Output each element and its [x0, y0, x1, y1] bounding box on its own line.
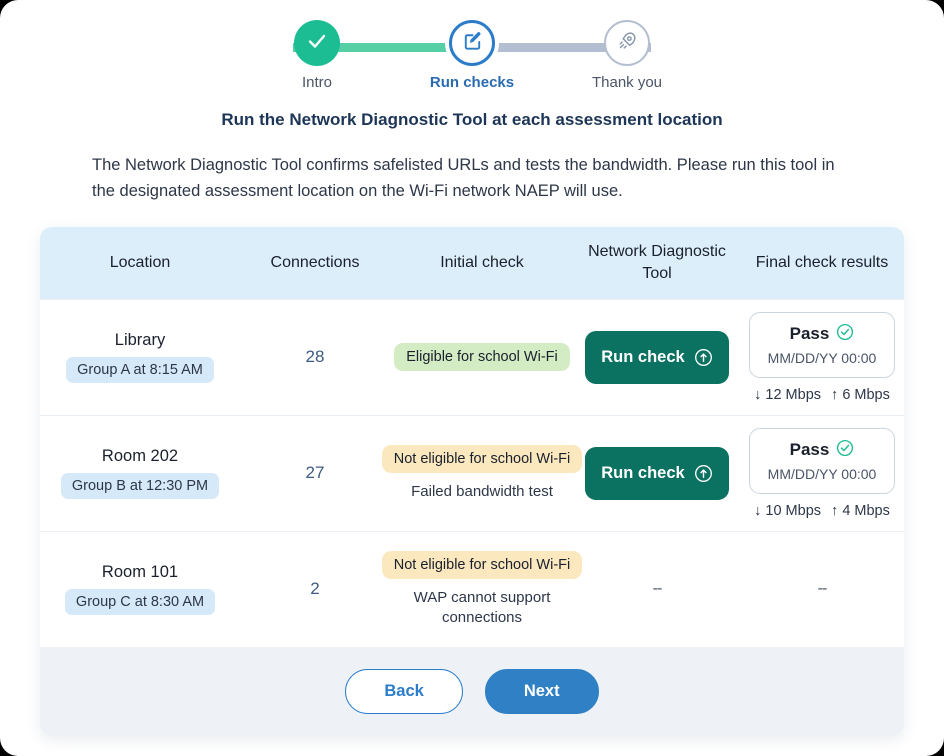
rocket-icon [616, 30, 638, 57]
edit-square-icon [461, 29, 484, 57]
status-badge: Not eligible for school Wi-Fi [381, 444, 583, 473]
bandwidth-readout: ↓ 12 Mbps ↑ 6 Mbps [751, 387, 893, 403]
cell-connections: 2 [240, 573, 390, 605]
download-speed: ↓ 12 Mbps [754, 386, 822, 403]
location-name: Room 202 [101, 447, 179, 466]
intro-paragraph: The Network Diagnostic Tool confirms saf… [92, 156, 835, 201]
location-name: Room 101 [101, 563, 179, 582]
cell-location: Library Group A at 8:15 AM [40, 325, 240, 389]
column-header-ndt: Network Diagnostic Tool [588, 243, 726, 282]
location-group-badge: Group C at 8:30 AM [64, 589, 216, 616]
check-circle-icon [836, 439, 854, 462]
card-footer: Back Next [40, 646, 904, 736]
result-box: Pass MM/DD/YY 00:00 [748, 427, 896, 494]
result-status: Pass [768, 439, 877, 462]
column-header-location: Location [109, 253, 171, 271]
upload-speed: ↑ 6 Mbps [831, 386, 890, 403]
cell-location: Room 101 Group C at 8:30 AM [40, 557, 240, 621]
empty-value: -- [817, 580, 828, 598]
result-timestamp: MM/DD/YY 00:00 [767, 465, 877, 482]
step-run-checks[interactable]: Run checks [417, 20, 527, 91]
result-status-label: Pass [789, 440, 830, 460]
info-circle-icon[interactable] [694, 348, 713, 367]
table-row: Room 101 Group C at 8:30 AM 2 Not eligib… [40, 530, 904, 647]
run-check-button[interactable]: Run check [585, 330, 729, 384]
result-timestamp: MM/DD/YY 00:00 [767, 349, 877, 366]
stepper-track [293, 43, 651, 52]
connections-count: 28 [305, 347, 325, 367]
cell-initial-check: Not eligible for school Wi-Fi Failed ban… [381, 439, 583, 508]
initial-check-note: Failed bandwidth test [411, 482, 553, 500]
cell-final-results: Pass MM/DD/YY 00:00 ↓ 10 Mbps ↑ 4 Mbps [740, 422, 904, 525]
location-group-badge: Group A at 8:15 AM [66, 357, 214, 384]
step-intro[interactable]: Intro [262, 20, 372, 91]
cell-final-results: Pass MM/DD/YY 00:00 ↓ 12 Mbps ↑ 6 Mbps [740, 306, 904, 409]
step-intro-circle [294, 20, 340, 66]
page-title: Run the Network Diagnostic Tool at each … [221, 110, 723, 129]
table-row: Room 202 Group B at 12:30 PM 27 Not elig… [40, 414, 904, 531]
initial-check-note: WAP cannot support connections [413, 588, 551, 626]
cell-ndt: Run check [574, 441, 740, 506]
result-status-label: Pass [789, 324, 830, 344]
run-check-label: Run check [601, 347, 685, 366]
connections-count: 2 [310, 579, 320, 599]
progress-stepper: Intro Run checks [262, 20, 682, 92]
download-speed: ↓ 10 Mbps [754, 502, 822, 519]
status-badge: Eligible for school Wi-Fi [394, 343, 570, 372]
cell-location: Room 202 Group B at 12:30 PM [40, 441, 240, 505]
check-circle-icon [836, 323, 854, 346]
table-header-row: Location Connections Initial check Netwo… [40, 226, 904, 299]
result-box: Pass MM/DD/YY 00:00 [748, 311, 896, 378]
empty-value: -- [652, 580, 663, 598]
status-badge: Not eligible for school Wi-Fi [381, 550, 583, 579]
location-group-badge: Group B at 12:30 PM [60, 473, 220, 500]
location-name: Library [114, 331, 166, 350]
locations-table-card: Location Connections Initial check Netwo… [40, 226, 904, 736]
connections-count: 27 [305, 463, 325, 483]
cell-connections: 27 [240, 457, 390, 489]
cell-initial-check: Eligible for school Wi-Fi [390, 337, 574, 377]
column-header-connections: Connections [270, 253, 360, 271]
next-button[interactable]: Next [484, 668, 599, 714]
back-button[interactable]: Back [345, 668, 463, 714]
track-segment-upcoming [472, 43, 651, 52]
cell-connections: 28 [240, 341, 390, 373]
step-thank-you-circle [604, 20, 650, 66]
cell-initial-check: Not eligible for school Wi-Fi WAP cannot… [381, 545, 583, 635]
column-header-initial-check: Initial check [440, 253, 524, 271]
table-row: Library Group A at 8:15 AM 28 Eligible f… [40, 298, 904, 415]
step-thank-you-label: Thank you [591, 74, 663, 91]
step-thank-you[interactable]: Thank you [572, 20, 682, 91]
result-status: Pass [768, 323, 877, 346]
track-segment-completed [293, 43, 472, 52]
column-header-final-results: Final check results [755, 253, 889, 271]
bandwidth-readout: ↓ 10 Mbps ↑ 4 Mbps [751, 503, 893, 519]
run-check-button[interactable]: Run check [585, 446, 729, 500]
upload-speed: ↑ 4 Mbps [831, 502, 890, 519]
info-circle-icon[interactable] [694, 464, 713, 483]
run-check-label: Run check [601, 463, 685, 482]
step-run-checks-label: Run checks [429, 74, 515, 91]
step-intro-label: Intro [301, 74, 332, 91]
cell-ndt: Run check [574, 325, 740, 390]
step-run-checks-circle [449, 20, 495, 66]
cell-final-results: -- [740, 574, 904, 604]
check-icon [305, 29, 329, 58]
cell-ndt: -- [574, 574, 740, 604]
